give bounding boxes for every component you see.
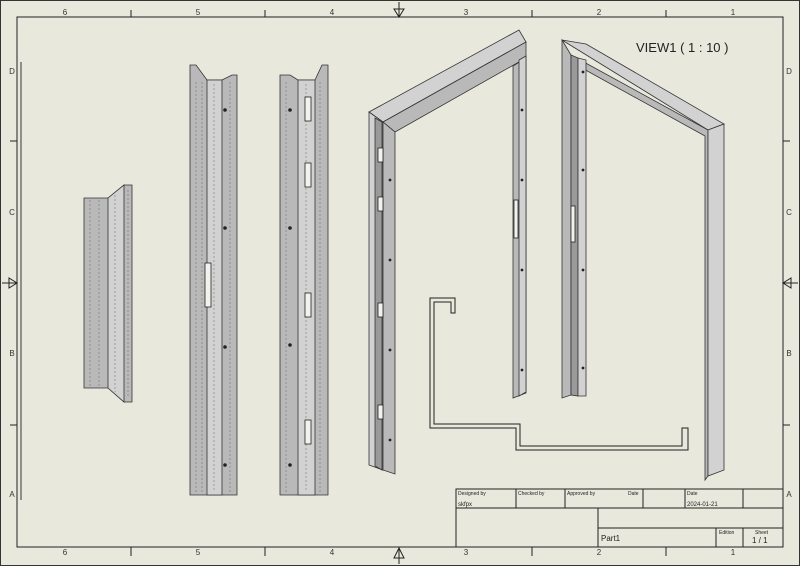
date-label-approved: Date — [628, 491, 639, 497]
zone-col-2-top: 2 — [597, 8, 602, 17]
zone-col-6-top: 6 — [63, 8, 68, 17]
long-channel-part-b — [279, 64, 329, 496]
edition-label: Edition — [719, 530, 735, 536]
checked-by-label: Checked by — [518, 491, 545, 497]
zone-row-d-left: D — [9, 67, 15, 76]
centering-arrow-top — [393, 2, 405, 18]
zone-col-3-bottom: 3 — [464, 548, 469, 557]
zone-col-2-bottom: 2 — [597, 548, 602, 557]
short-channel-part — [83, 184, 133, 403]
centering-arrow-left — [2, 277, 18, 289]
zone-col-5-top: 5 — [196, 8, 201, 17]
title-block: Designed by skfpx Checked by Approved by… — [455, 488, 784, 548]
zone-col-1-bottom: 1 — [731, 548, 736, 557]
date-label: Date — [687, 491, 698, 497]
designed-by-label: Designed by — [458, 491, 486, 497]
zone-row-a-left: A — [9, 490, 15, 499]
centering-arrow-bottom — [393, 546, 405, 564]
approved-by-label: Approved by — [567, 491, 596, 497]
zone-row-d-right: D — [786, 67, 792, 76]
zone-row-a-right: A — [786, 490, 792, 499]
part-name: Part1 — [601, 534, 621, 543]
zone-ticks — [10, 10, 790, 556]
long-channel-part-a — [189, 64, 238, 496]
profile-section — [429, 297, 689, 451]
view-label: VIEW1 ( 1 : 10 ) — [636, 40, 728, 55]
zone-col-3-top: 3 — [464, 8, 469, 17]
zone-col-1-top: 1 — [731, 8, 736, 17]
zone-col-6-bottom: 6 — [63, 548, 68, 557]
centering-arrow-right — [782, 277, 798, 289]
door-frame-assembly — [368, 29, 725, 482]
zone-col-4-top: 4 — [330, 8, 335, 17]
zone-col-5-bottom: 5 — [196, 548, 201, 557]
designed-by-value: skfpx — [458, 502, 472, 508]
sheet-value: 1 / 1 — [752, 536, 768, 545]
sheet-label: Sheet — [755, 530, 769, 536]
zone-row-b-left: B — [9, 349, 14, 358]
inner-frame — [16, 16, 784, 548]
zone-row-c-left: C — [9, 208, 15, 217]
zone-row-b-right: B — [786, 349, 791, 358]
zone-col-4-bottom: 4 — [330, 548, 335, 557]
zone-row-c-right: C — [786, 208, 792, 217]
date-value: 2024-01-21 — [687, 502, 718, 508]
